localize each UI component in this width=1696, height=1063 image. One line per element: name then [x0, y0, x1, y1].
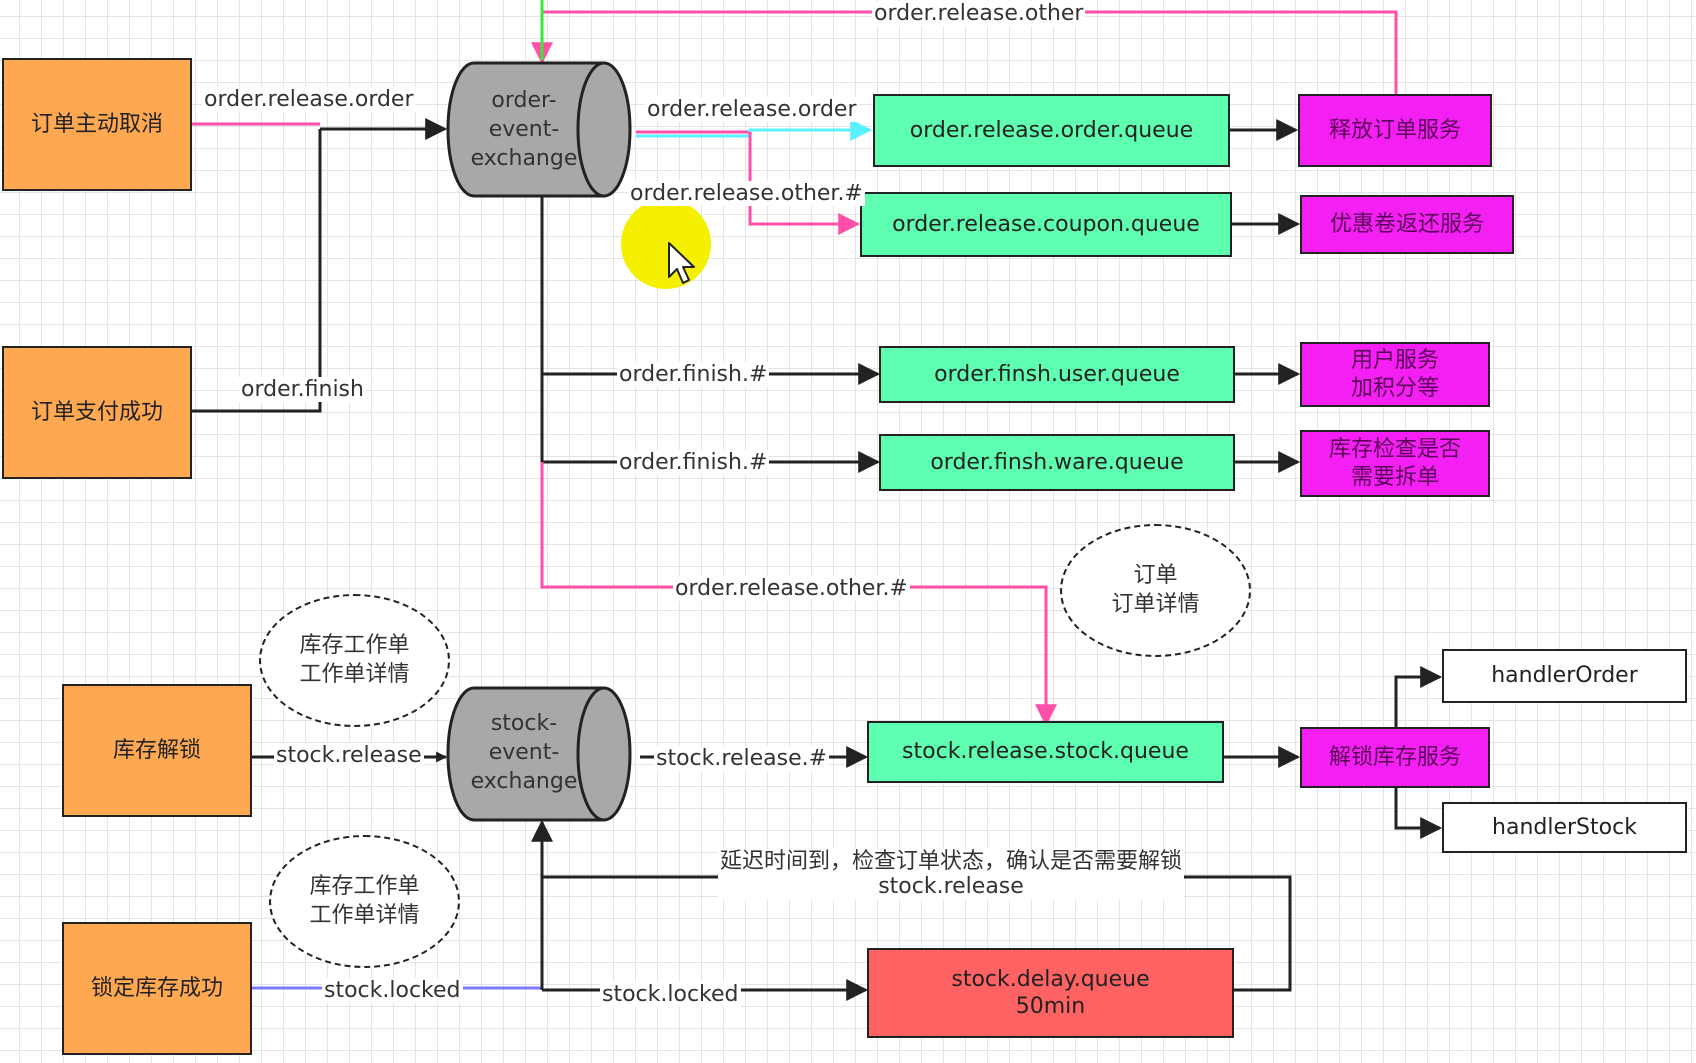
service-release-order[interactable]: 释放订单服务	[1298, 94, 1492, 167]
edge-label-stock-locked-in: stock.locked	[322, 978, 463, 1004]
queue-finish-user[interactable]: order.finsh.user.queue	[879, 346, 1235, 403]
edge-label-stock-release-out: stock.release.#	[654, 746, 830, 772]
edge-pay-to-exchange	[191, 129, 322, 413]
queue-finish-ware[interactable]: order.finsh.ware.queue	[879, 434, 1235, 491]
source-order-paid[interactable]: 订单支付成功	[2, 346, 192, 479]
order-exchange-label: order- event- exchange	[470, 88, 578, 171]
handler-stock[interactable]: handlerStock	[1442, 802, 1687, 853]
edge-service-to-handler-stock	[1394, 788, 1443, 839]
service-stock-check[interactable]: 库存检查是否 需要拆单	[1300, 430, 1490, 497]
edge-label-release-other-top: order.release.other	[872, 1, 1086, 27]
note-stock-work-1: 库存工作单 工作单详情	[259, 594, 450, 727]
edge-label-stock-locked-out: stock.locked	[600, 982, 741, 1008]
edge-label-cancel: order.release.order	[202, 87, 416, 113]
edge-service-to-handler-order	[1394, 666, 1443, 727]
source-order-cancel[interactable]: 订单主动取消	[2, 58, 192, 191]
edge-label-finish: order.finish	[239, 377, 366, 403]
note-order-details: 订单 订单详情	[1060, 524, 1251, 657]
service-unlock-stock[interactable]: 解锁库存服务	[1300, 727, 1490, 788]
queue-stock-delay[interactable]: stock.delay.queue 50min	[867, 948, 1234, 1038]
queue-release-coupon[interactable]: order.release.coupon.queue	[860, 192, 1232, 257]
edge-exchange-to-coupon	[748, 132, 861, 235]
edge-label-release-order: order.release.order	[645, 97, 859, 123]
edge-label-delay-feedback: 延迟时间到，检查订单状态，确认是否需要解锁 stock.release	[718, 849, 1185, 900]
edge-label-stock-release-in: stock.release	[274, 743, 424, 769]
service-user-points[interactable]: 用户服务 加积分等	[1300, 342, 1490, 407]
handler-order[interactable]: handlerOrder	[1442, 649, 1687, 703]
source-stock-unlock[interactable]: 库存解锁	[62, 684, 252, 817]
source-stock-locked[interactable]: 锁定库存成功	[62, 922, 252, 1055]
queue-release-stock[interactable]: stock.release.stock.queue	[867, 721, 1224, 783]
edge-label-finish-user: order.finish.#	[617, 362, 770, 388]
order-exchange-cylinder	[446, 61, 632, 198]
edge-label-finish-ware: order.finish.#	[617, 450, 770, 476]
service-coupon-return[interactable]: 优惠卷返还服务	[1300, 195, 1514, 254]
edge-label-release-other-stock: order.release.other.#	[673, 576, 910, 602]
cursor-highlight	[621, 199, 711, 289]
note-stock-work-2: 库存工作单 工作单详情	[269, 835, 460, 968]
stock-exchange-cylinder	[446, 686, 632, 822]
queue-release-order[interactable]: order.release.order.queue	[873, 94, 1230, 167]
cursor-arrow-icon	[668, 242, 695, 284]
edge-label-release-other-coupon: order.release.other.#	[628, 181, 865, 207]
stock-exchange-label: stock- event- exchange	[470, 711, 578, 794]
